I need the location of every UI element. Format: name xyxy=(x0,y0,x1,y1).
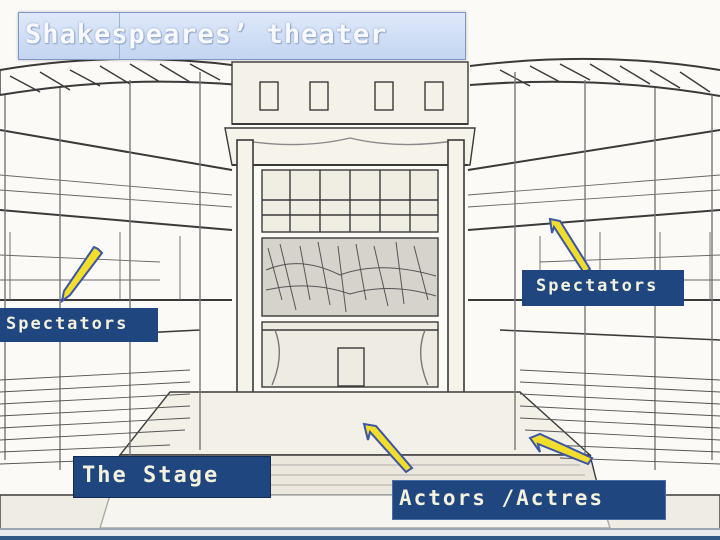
arrow-icon xyxy=(526,430,596,470)
slide-title: Shakespeares’ theater xyxy=(25,19,387,50)
spectators-label-left: Spectators xyxy=(0,308,158,342)
stage-label: The Stage xyxy=(73,456,271,498)
spectators-label-right: Spectators xyxy=(522,270,684,306)
title-banner: Shakespeares’ theater xyxy=(18,12,466,60)
actors-label: Actors /Actres xyxy=(392,480,666,520)
arrow-icon xyxy=(58,245,104,303)
arrow-icon xyxy=(360,420,416,476)
arrow-icon xyxy=(546,215,592,277)
bottom-stripe xyxy=(0,536,720,540)
